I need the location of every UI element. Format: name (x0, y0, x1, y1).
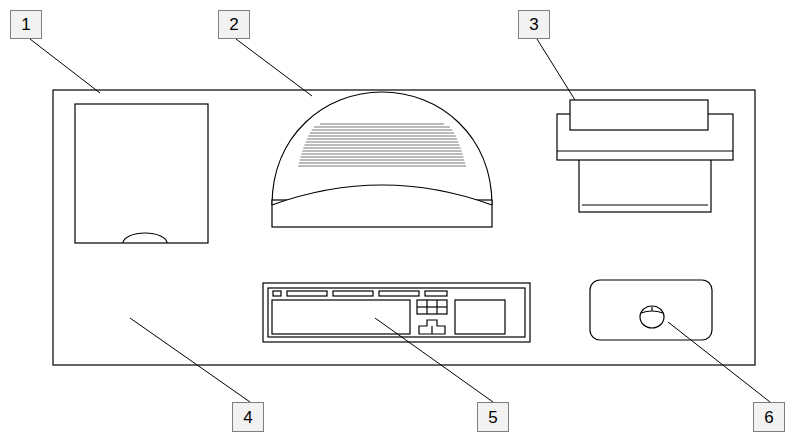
desk-top (53, 90, 755, 365)
callout-number: 3 (518, 10, 550, 39)
mouse-pad (590, 280, 712, 340)
document-tray (75, 104, 208, 243)
callout-number: 6 (753, 402, 785, 432)
callout-number: 5 (477, 402, 509, 432)
leader-lines (30, 39, 770, 402)
printer (557, 100, 733, 212)
callout-number: 2 (218, 10, 250, 39)
callout-number: 1 (10, 10, 42, 39)
callout-number: 4 (232, 402, 264, 432)
monitor (272, 92, 492, 227)
